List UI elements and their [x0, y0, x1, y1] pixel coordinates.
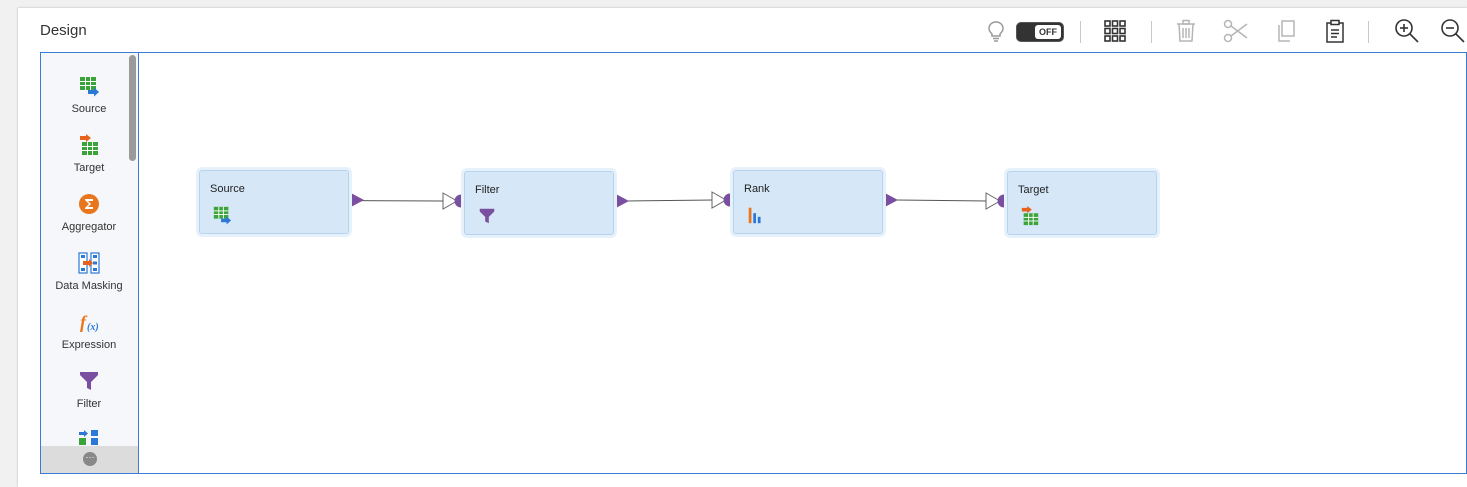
filter-icon	[479, 208, 495, 224]
rank-icon	[748, 207, 761, 224]
node-target[interactable]: Target	[1007, 171, 1157, 235]
lightbulb-icon[interactable]	[983, 18, 1009, 44]
output-port-icon	[349, 192, 364, 208]
more-icon[interactable]: ···	[83, 452, 97, 466]
paste-icon[interactable]	[1322, 18, 1348, 44]
data-masking-icon	[78, 252, 100, 274]
node-rank[interactable]: Rank	[733, 170, 883, 234]
copy-icon[interactable]	[1273, 18, 1299, 44]
link-filter-rank	[614, 191, 737, 209]
node-title: Target	[1018, 184, 1049, 196]
toolbar-divider	[1368, 21, 1369, 43]
zoom-in-icon[interactable]	[1394, 18, 1420, 44]
palette-item-expression[interactable]: f (x) Expression	[41, 311, 137, 367]
cut-icon[interactable]	[1223, 18, 1249, 44]
output-port-icon	[614, 193, 629, 209]
hint-toggle[interactable]: OFF	[1016, 22, 1064, 42]
toggle-label: OFF	[1035, 25, 1061, 39]
input-arrow-icon	[985, 192, 1002, 210]
connection-links	[212, 191, 1011, 210]
svg-text:f: f	[80, 312, 88, 332]
palette-item-target[interactable]: Target	[41, 134, 137, 190]
joiner-icon	[79, 430, 98, 445]
node-title: Rank	[744, 183, 770, 195]
expression-icon: f (x)	[80, 312, 99, 333]
palette-more-bar[interactable]: ···	[41, 446, 138, 473]
target-icon	[80, 134, 98, 155]
palette-item-aggregator[interactable]: Aggregator	[41, 193, 137, 249]
design-panel: Design OFF	[18, 8, 1467, 487]
arrange-grid-icon[interactable]	[1102, 18, 1128, 44]
link-rank-target	[883, 192, 1011, 210]
palette-item-joiner[interactable]	[41, 429, 137, 473]
transformation-palette: Source Target Aggregator	[41, 53, 139, 473]
node-filter[interactable]: Filter	[464, 171, 614, 235]
design-header: Design OFF	[18, 8, 1467, 52]
input-arrow-icon	[442, 192, 459, 210]
zoom-out-icon[interactable]	[1440, 18, 1466, 44]
palette-item-label: Source	[71, 103, 107, 115]
palette-item-label: Aggregator	[61, 221, 117, 233]
source-icon	[80, 77, 99, 97]
palette-scrollbar[interactable]	[129, 55, 136, 161]
palette-item-label: Target	[73, 162, 105, 174]
palette-item-label: Expression	[61, 339, 117, 351]
output-port-icon	[883, 192, 898, 208]
toolbar-divider	[1151, 21, 1152, 43]
source-icon	[213, 206, 232, 225]
node-title: Filter	[475, 184, 500, 196]
target-icon	[1021, 206, 1039, 226]
palette-item-filter[interactable]: Filter	[41, 370, 137, 426]
input-arrow-icon	[711, 191, 728, 209]
filter-icon	[80, 372, 98, 390]
palette-item-label: Data Masking	[55, 280, 123, 292]
page-title: Design	[40, 22, 87, 39]
delete-icon[interactable]	[1173, 18, 1199, 44]
design-body: Source Target Aggregator	[40, 52, 1467, 474]
mapping-canvas[interactable]: Source Filter Rank	[139, 53, 1466, 473]
svg-text:(x): (x)	[87, 322, 99, 333]
palette-item-source[interactable]: Source	[41, 75, 137, 131]
palette-item-data-masking[interactable]: Data Masking	[41, 252, 137, 308]
aggregator-icon	[79, 194, 99, 214]
toolbar-divider	[1080, 21, 1081, 43]
node-title: Source	[210, 183, 245, 195]
palette-item-label: Filter	[76, 398, 102, 410]
toggle-knob	[1019, 25, 1033, 39]
node-source[interactable]: Source	[199, 170, 349, 234]
